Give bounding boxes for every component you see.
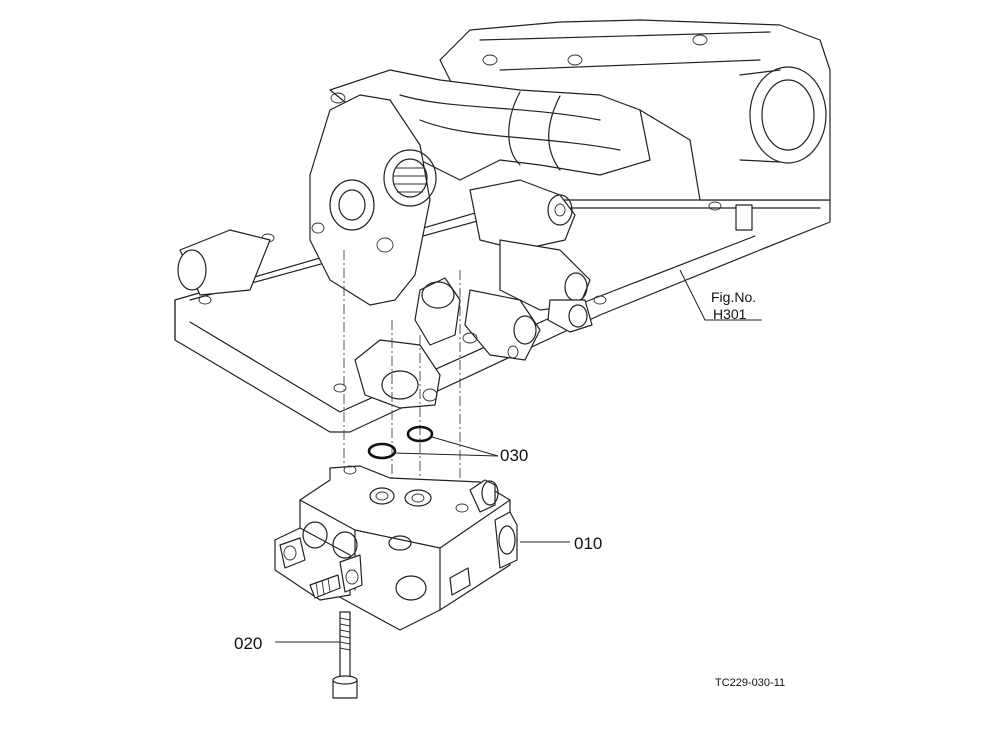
drawing-code-label: TC229-030-11	[715, 677, 785, 689]
part-label-020: 020	[234, 634, 262, 653]
mounting-bolt-020	[275, 611, 358, 699]
part-label-010: 010	[574, 534, 602, 553]
control-valve-010	[274, 465, 570, 631]
fig-ref-label-line1: Fig.No.	[711, 289, 756, 305]
lift-housing-drawing	[174, 19, 831, 433]
part-labels: Fig.No. H301 030 010 020 TC229-030-11	[234, 289, 785, 689]
o-ring-left	[367, 442, 397, 460]
fig-ref-label-line2: H301	[713, 306, 747, 322]
o-ring-set-030	[367, 425, 499, 460]
o-ring-right	[406, 425, 434, 443]
part-label-030: 030	[500, 446, 528, 465]
